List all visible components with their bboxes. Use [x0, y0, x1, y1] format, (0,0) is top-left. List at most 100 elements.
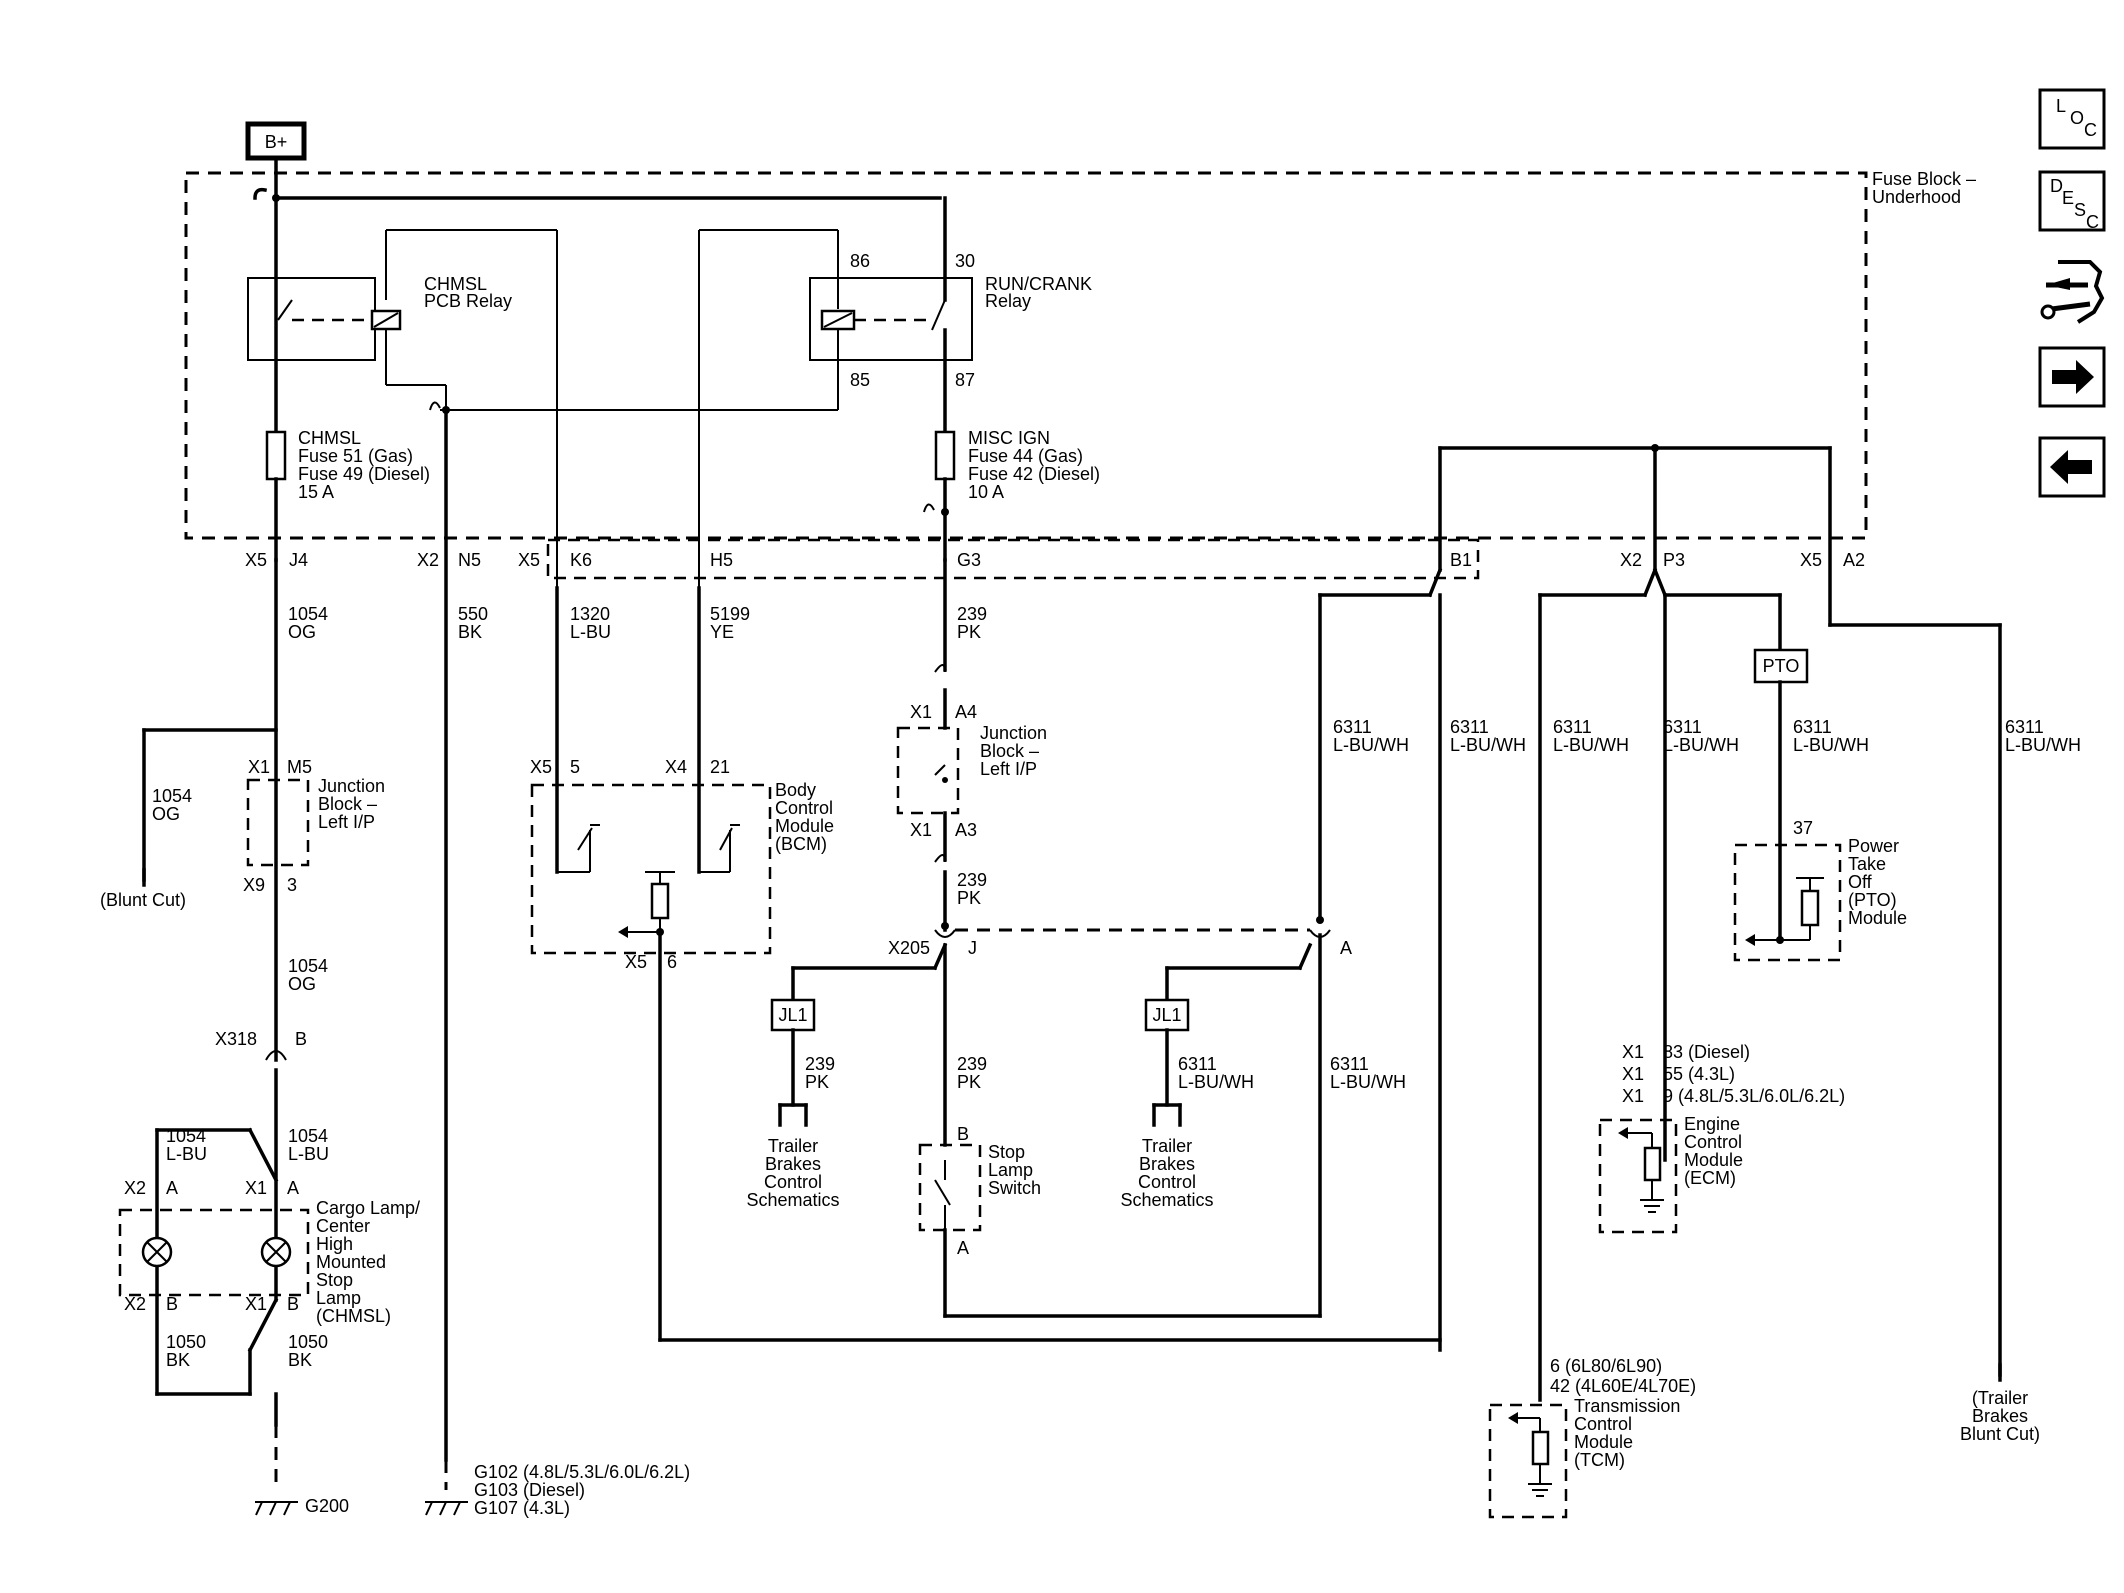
chmsl-fuse-label-3: Fuse 49 (Diesel) — [298, 464, 430, 484]
body-control-module — [530, 783, 772, 955]
cargo-x1-b: X1 — [245, 1294, 267, 1314]
previous-page-button[interactable] — [2038, 436, 2106, 498]
jb-left-x9: X9 — [243, 875, 265, 895]
trailer-left-label-3: Control — [764, 1172, 822, 1192]
jb-left-3: 3 — [287, 875, 297, 895]
wire-239-b-num: 239 — [957, 870, 987, 890]
runcrank-pin-87: 87 — [955, 370, 975, 390]
ecm-pin-3: 9 (4.8L/5.3L/6.0L/6.2L) — [1663, 1086, 1845, 1106]
wire-6311-g-color: L-BU/WH — [1178, 1072, 1254, 1092]
cargo-x2-b: X2 — [124, 1294, 146, 1314]
jl1-connector-left — [770, 998, 816, 1032]
bcm-x5: X5 — [530, 757, 552, 777]
next-page-button[interactable] — [2038, 346, 2106, 408]
x205-a: A — [1340, 938, 1352, 958]
tcm-label-1: Transmission — [1574, 1396, 1680, 1416]
cargo-label-4: Mounted — [316, 1252, 386, 1272]
wire-239-num: 239 — [957, 604, 987, 624]
wire-1054-lbu-b-color: L-BU — [288, 1144, 329, 1164]
pin-x5-a: X5 — [245, 550, 267, 570]
cargo-label-5: Stop — [316, 1270, 353, 1290]
runcrank-pin-85: 85 — [850, 370, 870, 390]
jb-right-label-1: Junction — [980, 723, 1047, 743]
pto-label-3: Off — [1848, 872, 1873, 892]
wire-239-d-color: PK — [957, 1072, 981, 1092]
wire-5199-num: 5199 — [710, 604, 750, 624]
trailer-right-label-2: Brakes — [1139, 1154, 1195, 1174]
wire-1054-og-c-num: 1054 — [288, 956, 328, 976]
wire-1320-num: 1320 — [570, 604, 610, 624]
jb-left-label-2: Block – — [318, 794, 377, 814]
stop-switch-label-2: Lamp — [988, 1160, 1033, 1180]
fuse-block-label-1: Fuse Block – — [1872, 169, 1976, 189]
jb-right-a4: A4 — [955, 702, 977, 722]
pin-n5: N5 — [458, 550, 481, 570]
component-view-button[interactable] — [2040, 260, 2105, 324]
pin-k6: K6 — [570, 550, 592, 570]
desc-button[interactable]: D E S C — [2038, 170, 2106, 232]
cargo-x1-a: X1 — [245, 1178, 267, 1198]
jb-right-a3: A3 — [955, 820, 977, 840]
bcm-label-2: Control — [775, 798, 833, 818]
runcrank-label-1: RUN/CRANK — [985, 274, 1092, 294]
bcm-label-3: Module — [775, 816, 834, 836]
jb-left-label-3: Left I/P — [318, 812, 375, 832]
chmsl-fuse-label-1: CHMSL — [298, 428, 361, 448]
ground-label-2: G103 (Diesel) — [474, 1480, 585, 1500]
jb-right-x1-a: X1 — [910, 702, 932, 722]
pto-module — [1733, 843, 1842, 962]
wire-1054-og-b-num: 1054 — [152, 786, 192, 806]
pin-x5-c: X5 — [1800, 550, 1822, 570]
ecm-label-1: Engine — [1684, 1114, 1740, 1134]
wire-1054-og-num: 1054 — [288, 604, 328, 624]
junction-block-right — [896, 726, 960, 815]
wire-5199-color: YE — [710, 622, 734, 642]
trailer-left-label-2: Brakes — [765, 1154, 821, 1174]
bcm-21: 21 — [710, 757, 730, 777]
runcrank-pin-86: 86 — [850, 251, 870, 271]
x205-j: J — [968, 938, 977, 958]
x318-label: X318 — [215, 1029, 257, 1049]
tcm-label-2: Control — [1574, 1414, 1632, 1434]
trailer-blunt-label-2: Brakes — [1972, 1406, 2028, 1426]
tcm-pin-1: 6 (6L80/6L90) — [1550, 1356, 1662, 1376]
loc-button[interactable]: L O C — [2038, 88, 2106, 150]
trailer-blunt-label-1: (Trailer — [1972, 1388, 2028, 1408]
wire-6311-c-num: 6311 — [1553, 717, 1592, 737]
wire-1320-color: L-BU — [570, 622, 611, 642]
runcrank-relay-box — [809, 277, 973, 361]
jb-right-label-2: Block – — [980, 741, 1039, 761]
ecm-x1-c: X1 — [1622, 1086, 1644, 1106]
jl1-right-label: JL1 — [1152, 1005, 1181, 1025]
chmsl-fuse — [265, 430, 287, 481]
wire-6311-c-color: L-BU/WH — [1553, 735, 1629, 755]
pto-label-1: Power — [1848, 836, 1899, 856]
wire-1050-a-color: BK — [166, 1350, 190, 1370]
wire-1050-a-num: 1050 — [166, 1332, 206, 1352]
x318-b: B — [295, 1029, 307, 1049]
runcrank-pin-30: 30 — [955, 251, 975, 271]
pto-pin-37: 37 — [1793, 818, 1813, 838]
engine-control-module — [1598, 1118, 1678, 1234]
battery-positive-box — [245, 121, 307, 161]
wire-550-color: BK — [458, 622, 482, 642]
pin-b1: B1 — [1450, 550, 1472, 570]
cargo-a-2: A — [287, 1178, 299, 1198]
pto-label-5: Module — [1848, 908, 1907, 928]
wire-6311-e-num: 6311 — [1793, 717, 1832, 737]
bcm-label-4: (BCM) — [775, 834, 827, 854]
wire-6311-f-num: 6311 — [2005, 717, 2044, 737]
wire-239-d-num: 239 — [957, 1054, 987, 1074]
ground-label-3: G107 (4.3L) — [474, 1498, 570, 1518]
tcm-label-4: (TCM) — [1574, 1450, 1625, 1470]
g200-label: G200 — [305, 1496, 349, 1516]
ground-label-1: G102 (4.8L/5.3L/6.0L/6.2L) — [474, 1462, 690, 1482]
ecm-pin-1: 83 (Diesel) — [1663, 1042, 1750, 1062]
misc-fuse-label-1: MISC IGN — [968, 428, 1050, 448]
cargo-label-7: (CHMSL) — [316, 1306, 391, 1326]
wire-6311-d-num: 6311 — [1663, 717, 1702, 737]
stop-switch-b: B — [957, 1124, 969, 1144]
ecm-x1-a: X1 — [1622, 1042, 1644, 1062]
pto-label-2: Take — [1848, 854, 1886, 874]
